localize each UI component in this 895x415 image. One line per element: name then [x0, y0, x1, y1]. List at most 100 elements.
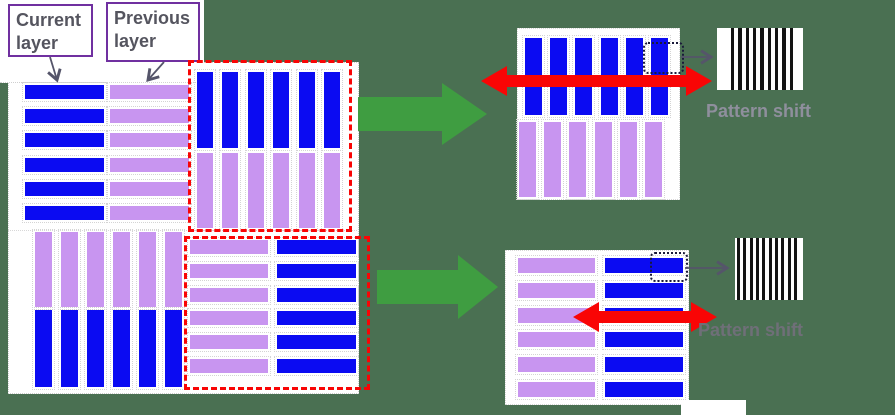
current-layer-bar: [274, 284, 359, 305]
detail-bottom-previous-bars: [515, 255, 598, 400]
moire-stripe: [781, 238, 785, 300]
previous-layer-bar: [515, 378, 598, 400]
current-layer-bar: [295, 69, 318, 151]
previous-layer-bar: [187, 332, 271, 353]
overview-bottom-right-current-bars: [274, 237, 359, 376]
current-layer-bar: [274, 237, 359, 257]
moire-stripe: [774, 28, 779, 90]
overview-top-left-previous-bars: [107, 82, 192, 223]
moire-stripe: [745, 28, 750, 90]
moire-stripe: [767, 28, 771, 90]
previous-layer-bar: [107, 130, 192, 151]
previous-layer-label: Previous layer: [114, 8, 191, 51]
previous-layer-bar: [136, 229, 159, 310]
current-layer-bar: [602, 279, 686, 301]
previous-layer-bar: [219, 150, 242, 231]
current-layer-bar: [58, 307, 81, 390]
previous-layer-bar: [295, 150, 318, 231]
previous-layer-bar: [591, 119, 615, 200]
previous-layer-bar: [515, 304, 598, 326]
previous-layer-bar: [107, 154, 192, 175]
overview-bottom-left-current-bars: [32, 307, 185, 390]
grid-divider-line: [8, 230, 357, 231]
current-layer-bar: [602, 255, 686, 276]
moire-stripe: [743, 238, 747, 300]
moire-stripe: [787, 238, 791, 300]
moire-pattern-top: [717, 28, 803, 90]
previous-layer-bar: [515, 279, 598, 301]
moire-stripe: [760, 28, 764, 90]
previous-layer-bar: [107, 178, 192, 199]
current-layer-bar: [84, 307, 107, 390]
previous-layer-bar: [516, 119, 539, 200]
current-layer-bar: [320, 69, 343, 151]
current-layer-bar: [110, 307, 133, 390]
moire-stripes: [737, 238, 797, 300]
current-layer-bar: [270, 69, 293, 151]
moire-stripe: [755, 238, 759, 300]
previous-layer-bar: [566, 119, 590, 200]
moire-stripe: [731, 28, 735, 90]
previous-layer-bar: [58, 229, 81, 310]
previous-layer-bar: [515, 329, 598, 351]
moire-stripe: [789, 28, 793, 90]
previous-layer-bar: [107, 202, 192, 223]
previous-layer-bar: [187, 284, 271, 305]
previous-layer-bar: [541, 119, 565, 200]
current-layer-label-box: Current layer: [8, 4, 93, 57]
current-layer-bar: [22, 106, 107, 127]
current-layer-bar: [244, 69, 267, 151]
previous-layer-bar: [187, 260, 271, 281]
current-layer-label: Current layer: [16, 10, 82, 53]
current-layer-bar: [602, 354, 686, 376]
moire-stripe: [738, 28, 742, 90]
current-layer-bar: [22, 82, 107, 102]
previous-layer-bar: [107, 82, 192, 102]
moire-stripe: [768, 238, 772, 300]
overview-top-right-current-bars: [194, 69, 343, 151]
moire-stripe: [752, 28, 757, 90]
moire-stripe: [774, 238, 778, 300]
current-layer-bar: [22, 178, 107, 199]
green-arrow-icon-top: [358, 83, 487, 145]
current-layer-bar: [162, 307, 185, 390]
moire-stripes: [731, 28, 793, 90]
previous-layer-bar: [162, 229, 185, 310]
moire-stripe: [782, 28, 786, 90]
previous-layer-bar: [187, 237, 271, 257]
current-layer-bar: [136, 307, 159, 390]
previous-layer-bar: [32, 229, 55, 310]
overview-top-left-current-bars: [22, 82, 107, 223]
current-layer-bar: [602, 329, 686, 351]
previous-layer-bar: [194, 150, 216, 231]
current-layer-bar: [194, 69, 216, 151]
highlight-region-vertical-patterns: [188, 60, 352, 232]
current-layer-bar: [32, 307, 55, 390]
zoom-callout-outline-bottom: [650, 252, 688, 282]
current-layer-bar: [602, 378, 686, 400]
current-layer-bar: [274, 308, 359, 329]
moire-stripe: [793, 238, 797, 300]
current-layer-bar: [22, 154, 107, 175]
moire-stripe: [749, 238, 753, 300]
green-arrow-icon-bottom: [377, 255, 498, 319]
previous-layer-bar: [616, 119, 640, 200]
moire-stripe: [737, 238, 740, 300]
previous-layer-bar: [244, 150, 267, 231]
pattern-shift-label-top: Pattern shift: [706, 101, 812, 121]
current-layer-bar: [219, 69, 242, 151]
current-layer-bar: [274, 355, 359, 376]
previous-layer-bar: [515, 354, 598, 376]
detail-view-bottom-corner: [681, 400, 746, 415]
pattern-shift-label-bottom: Pattern shift: [698, 320, 804, 340]
zoom-callout-outline-top: [643, 42, 684, 74]
highlight-region-horizontal-patterns: [184, 236, 370, 390]
moire-pattern-bottom: [735, 238, 803, 300]
current-layer-bar: [274, 260, 359, 281]
current-layer-bar: [22, 130, 107, 151]
current-layer-bar: [22, 202, 107, 223]
legend-panel: [0, 0, 204, 83]
current-layer-bar: [274, 332, 359, 353]
moire-stripe: [762, 238, 766, 300]
